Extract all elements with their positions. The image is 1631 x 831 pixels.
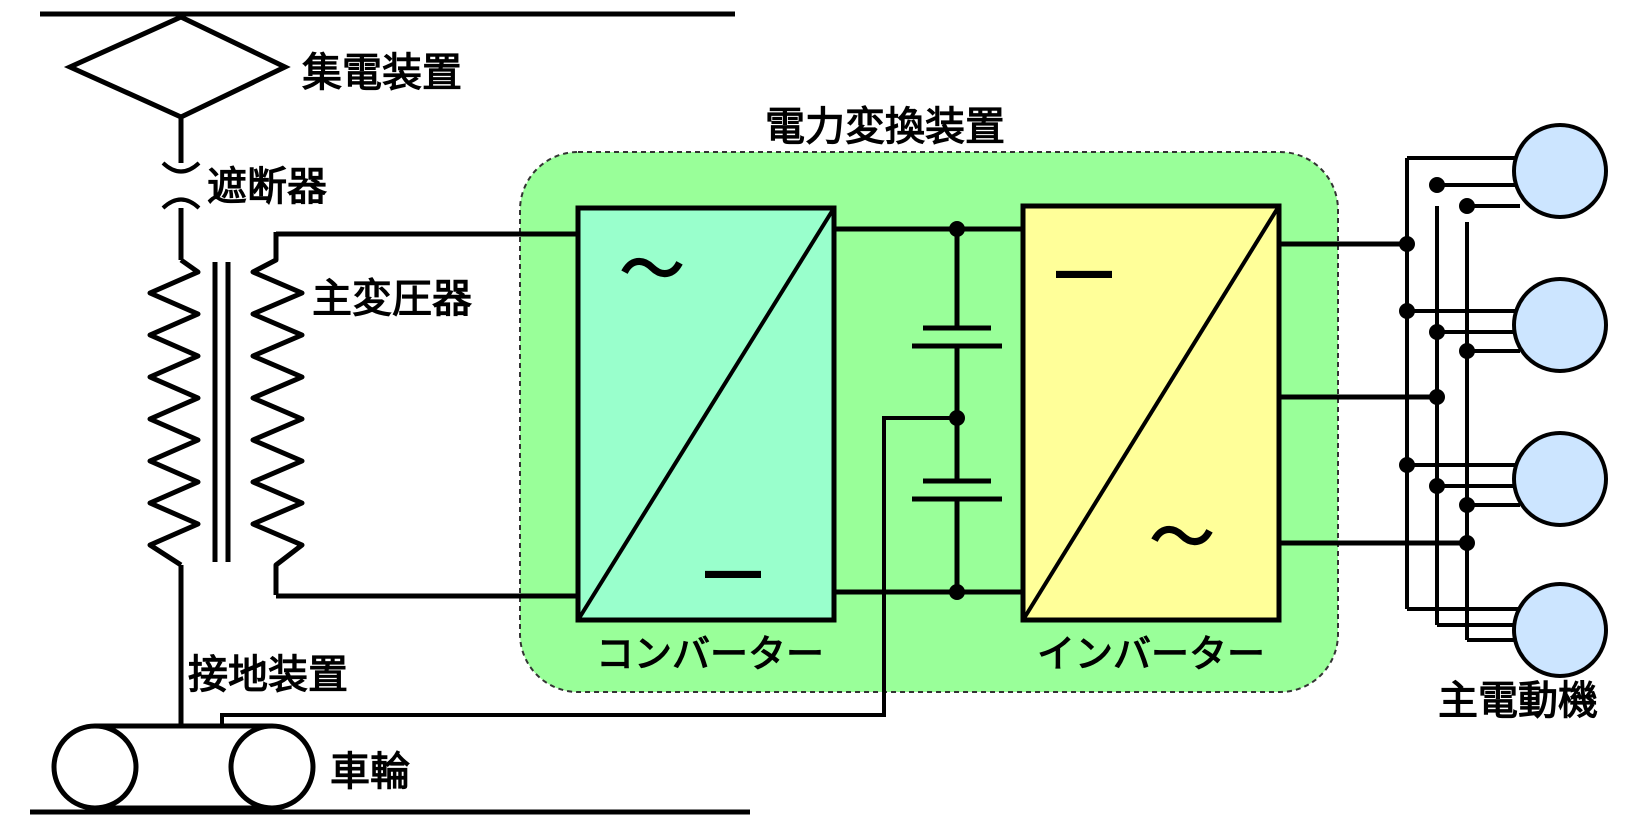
- pantograph-label: 集電装置: [301, 50, 462, 96]
- converter-dc-symbol: ―: [705, 539, 761, 604]
- inverter-ac-symbol: ～: [1150, 502, 1214, 576]
- junction-motor-1-3: [1459, 198, 1475, 214]
- traction-motors: [1512, 123, 1608, 678]
- junction-phase-1: [1399, 236, 1415, 252]
- motor-4-icon: [1512, 582, 1608, 678]
- motor-1-icon: [1512, 123, 1608, 219]
- junction-motor-3-2: [1429, 478, 1445, 494]
- power-converter-unit-label: 電力変換装置: [765, 104, 1005, 150]
- junction-motor-2-3: [1459, 343, 1475, 359]
- junction-motor-3-1: [1399, 457, 1415, 473]
- junction-motor-3-3: [1459, 497, 1475, 513]
- pantograph-icon: [63, 14, 291, 120]
- converter-label: コンバーター: [596, 632, 824, 676]
- junction-motor-2-2: [1429, 324, 1445, 340]
- converter-ac-symbol: ～: [620, 234, 684, 308]
- junction-dc-bottom: [949, 584, 965, 600]
- breaker-icon: [161, 161, 201, 210]
- inverter-diagonal: [1021, 204, 1281, 622]
- junction-phase-2: [1429, 389, 1445, 405]
- transformer-secondary-coil: [250, 232, 305, 595]
- breaker-label: 遮断器: [207, 164, 328, 210]
- inverter-dc-symbol: ―: [1056, 239, 1112, 304]
- motor-feed-buses: [1279, 156, 1520, 642]
- converter-diagonal: [576, 206, 836, 622]
- junction-motor-1-2: [1429, 177, 1445, 193]
- junction-phase-3: [1459, 535, 1475, 551]
- wheels-label: 車輪: [330, 749, 410, 795]
- junction-dc-top: [949, 221, 965, 237]
- motors-label: 主電動機: [1438, 678, 1598, 724]
- grounding-label: 接地装置: [188, 652, 348, 698]
- midpoint-ground-wire: [220, 416, 957, 726]
- transformer-primary-coil: [147, 257, 201, 568]
- motor-3-icon: [1512, 431, 1608, 527]
- wheel-right: [228, 723, 316, 811]
- transformer-label: 主変圧器: [312, 276, 473, 322]
- wheel-left: [51, 723, 139, 811]
- junction-motor-2-1: [1399, 303, 1415, 319]
- motor-2-icon: [1512, 277, 1608, 373]
- inverter-label: インバーター: [1037, 632, 1265, 676]
